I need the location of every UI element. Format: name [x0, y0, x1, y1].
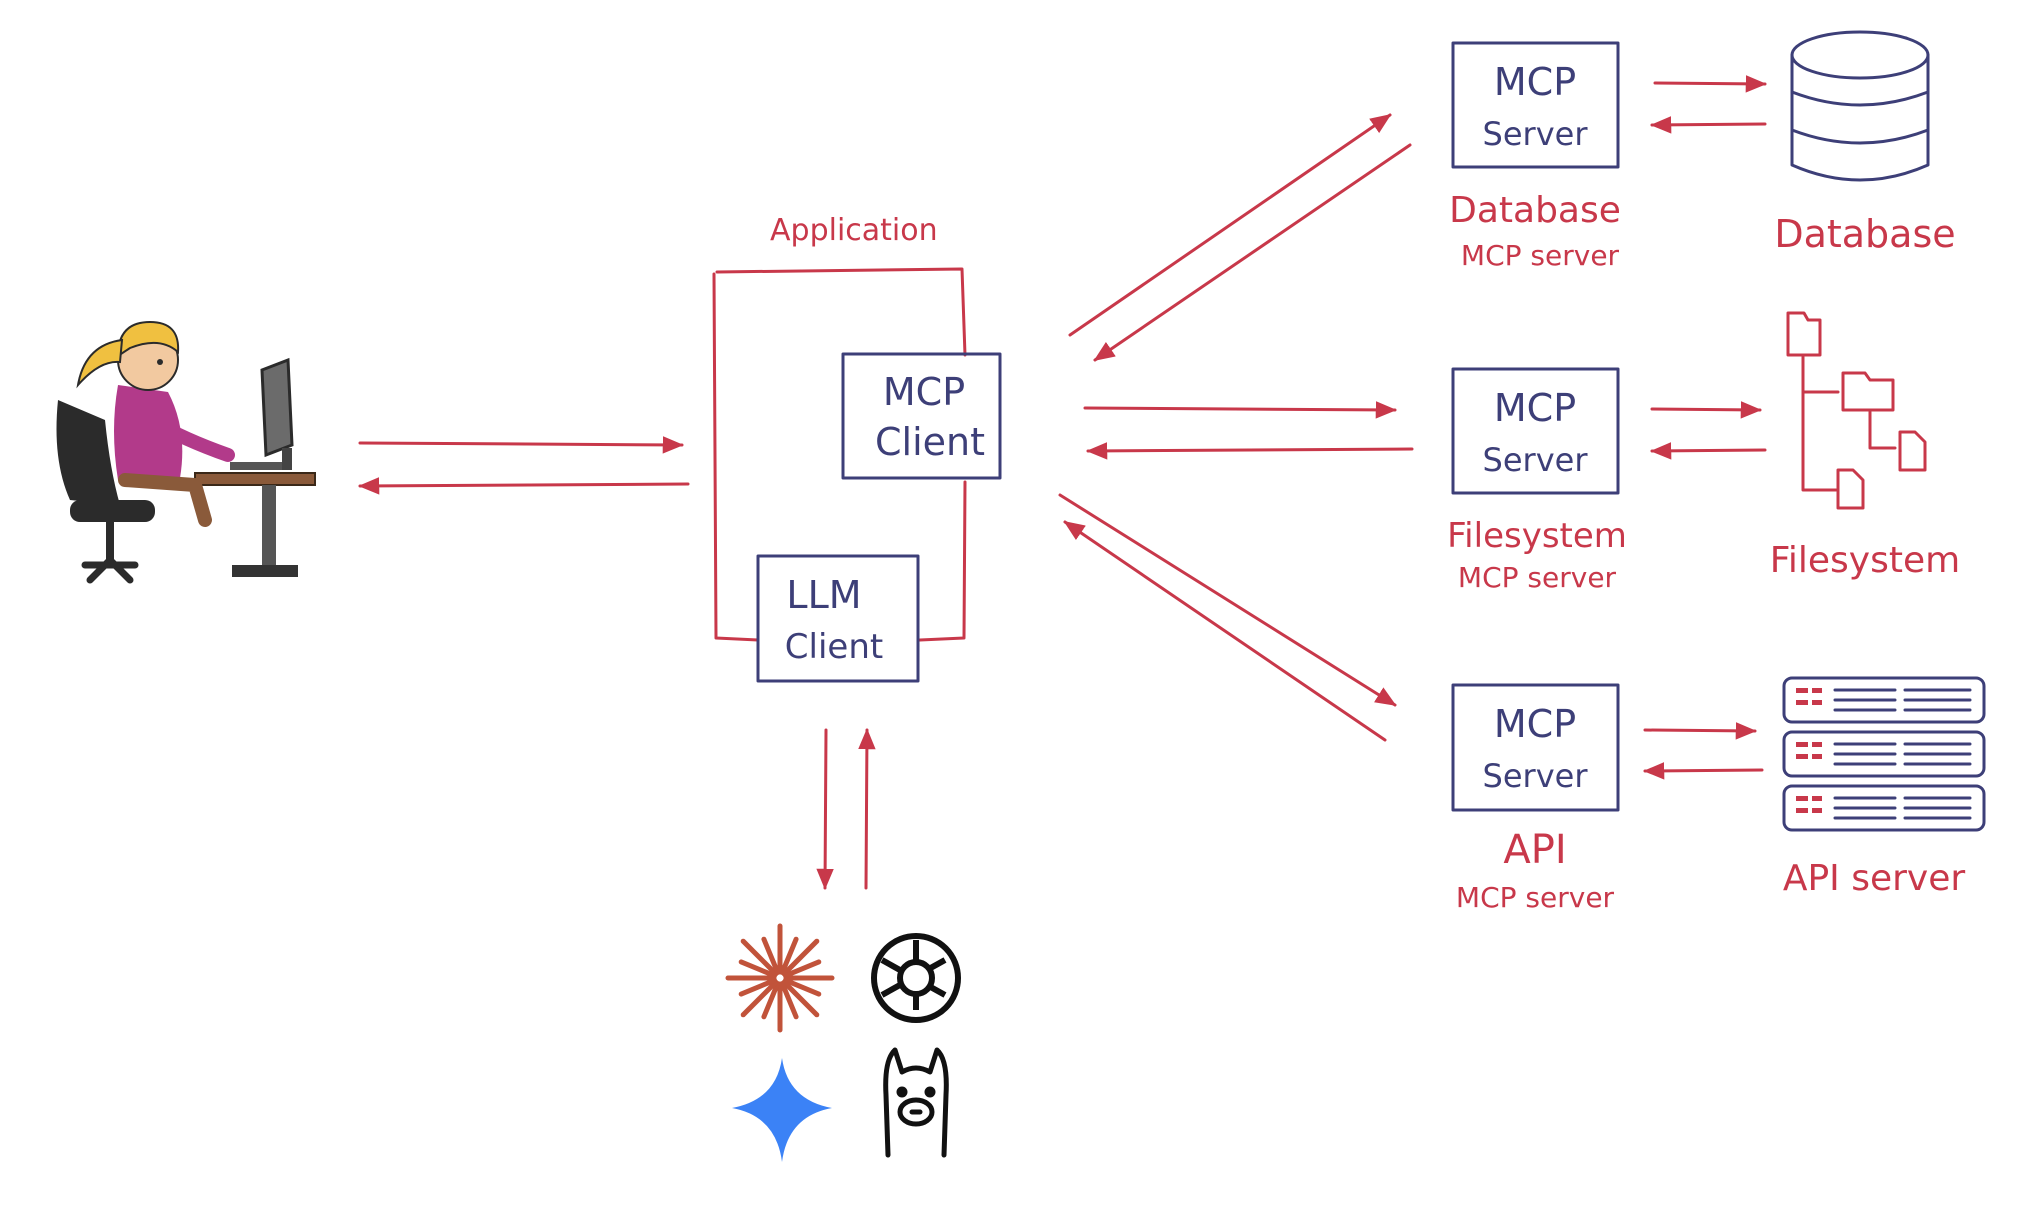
llm-to-models-arrow	[816, 728, 834, 890]
filesystem-server-group: MCP Server Filesystem MCP server Filesys…	[1447, 311, 1960, 594]
claude-ray	[761, 936, 781, 975]
filesystem-mcp-server-line2: Server	[1483, 441, 1589, 479]
chair-base	[81, 556, 139, 584]
user-at-computer-illustration	[56, 320, 316, 584]
claude-ray	[779, 936, 799, 975]
api-server-caption: API	[1503, 827, 1566, 873]
api-mcp-to-api-arrow	[1643, 722, 1757, 740]
database-icon	[1790, 30, 1930, 182]
api-to-api-mcp-arrow	[1643, 762, 1764, 780]
app-to-user-arrow	[358, 477, 690, 495]
api-mcp-server-line1: MCP	[1494, 702, 1576, 746]
database-mcp-server-box	[1451, 41, 1620, 169]
folder-tree-icon	[1786, 311, 1927, 510]
person-hair	[116, 320, 180, 358]
chair-post	[106, 520, 114, 560]
claude-ray	[738, 977, 777, 997]
llm-client-line1: LLM	[786, 573, 861, 617]
user-to-app-arrow	[358, 436, 684, 454]
claude-ray	[761, 981, 781, 1020]
application-label: Application	[770, 213, 938, 248]
person-ponytail	[76, 338, 124, 389]
ollama-llama-icon	[883, 1047, 949, 1158]
claude-ray	[740, 979, 779, 1018]
db-server-to-db-arrow	[1653, 75, 1767, 93]
desk-foot	[232, 565, 298, 577]
database-server-subcaption: MCP server	[1461, 239, 1620, 272]
api-server-label: API server	[1783, 858, 1966, 899]
database-server-caption: Database	[1449, 190, 1621, 231]
monitor-stand	[282, 448, 292, 470]
llm-provider-icons	[725, 923, 961, 1162]
file-icon	[1898, 430, 1927, 472]
desk-top	[194, 472, 316, 486]
database-server-group: MCP Server Database MCP server Database	[1449, 30, 1956, 272]
filesystem-label: Filesystem	[1770, 540, 1960, 581]
claude-ray	[783, 977, 822, 997]
claude-ray	[738, 959, 777, 979]
database-mcp-server-line1: MCP	[1494, 60, 1576, 104]
desk-leg	[262, 485, 276, 565]
root-folder-icon	[1786, 311, 1822, 357]
api-server-subcaption: MCP server	[1456, 881, 1615, 914]
claude-ray	[781, 938, 820, 977]
server-rack-icon	[1782, 676, 1986, 832]
mcp-client-box	[841, 352, 1002, 480]
person-legs	[118, 473, 212, 527]
claude-ray	[781, 979, 820, 1018]
database-mcp-server-line2: Server	[1483, 115, 1589, 153]
claude-starburst-icon	[725, 923, 835, 1033]
fs-server-to-client-arrow	[1086, 442, 1414, 460]
gemini-sparkle-icon	[732, 1058, 832, 1162]
chair-back	[56, 400, 120, 505]
file-icon-2	[1836, 468, 1865, 510]
monitor-icon	[260, 357, 294, 458]
fs-server-to-fs-arrow	[1650, 401, 1762, 419]
api-mcp-server-line2: Server	[1483, 757, 1589, 795]
mcp-client-line1: MCP	[883, 370, 965, 414]
application-container	[712, 267, 967, 642]
openai-knot-icon	[871, 933, 961, 1023]
client-to-fs-server-arrow	[1083, 401, 1397, 419]
api-mcp-server-box	[1451, 683, 1620, 812]
api-server-group: MCP Server API MCP server API server	[1451, 676, 1986, 914]
client-to-api-server-arrow	[1058, 493, 1397, 707]
subfolder-icon	[1841, 371, 1895, 412]
llm-client-box	[756, 554, 920, 683]
keyboard	[230, 462, 282, 470]
person-arm	[143, 413, 235, 462]
claude-ray	[740, 938, 779, 977]
models-to-llm-arrow	[858, 728, 876, 890]
db-to-db-server-arrow	[1650, 116, 1767, 134]
person-torso	[114, 385, 183, 480]
person-eye	[157, 359, 163, 365]
connection-arrows	[358, 75, 1767, 890]
claude-ray	[783, 959, 822, 979]
api-server-to-client-arrow	[1063, 520, 1387, 742]
llm-client-line2: Client	[785, 627, 883, 667]
fs-to-fs-server-arrow	[1650, 442, 1767, 460]
db-server-to-client-arrow	[1093, 143, 1412, 362]
filesystem-server-caption: Filesystem	[1447, 516, 1627, 556]
database-label: Database	[1774, 212, 1955, 256]
claude-ray	[779, 981, 799, 1020]
filesystem-mcp-server-box	[1451, 367, 1620, 495]
mcp-client-line2: Client	[875, 420, 985, 464]
filesystem-mcp-server-line1: MCP	[1494, 386, 1576, 430]
chair-seat	[70, 500, 155, 522]
filesystem-server-subcaption: MCP server	[1458, 561, 1617, 594]
client-to-db-server-arrow	[1068, 113, 1392, 337]
